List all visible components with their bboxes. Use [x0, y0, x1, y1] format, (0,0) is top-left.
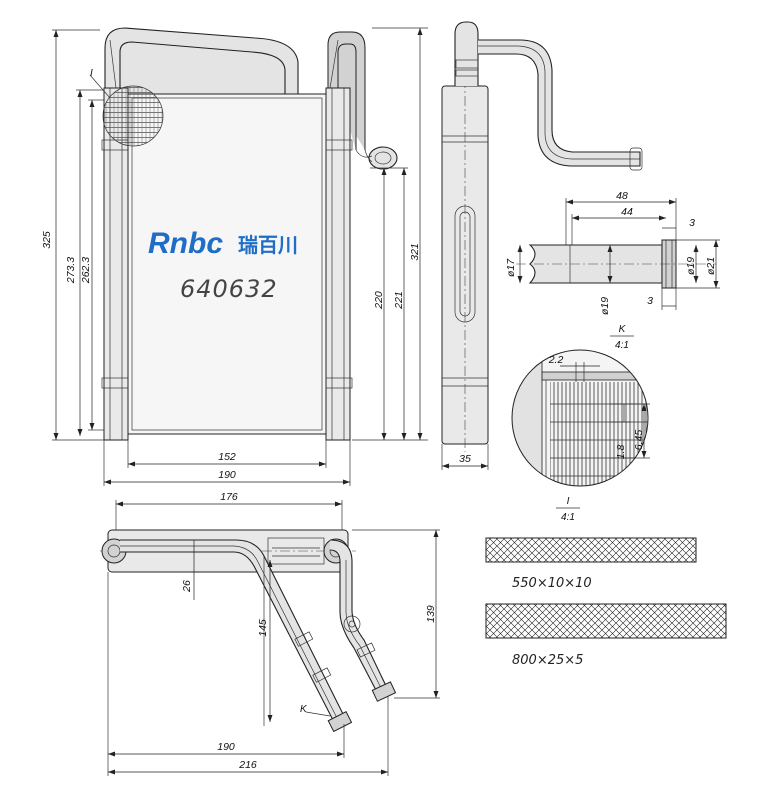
dim-190: 190	[218, 469, 236, 481]
brand-logo-cn: 瑞百川	[238, 233, 298, 257]
dim-44: 44	[621, 206, 633, 218]
dim-221: 221	[393, 291, 405, 310]
detail-i: 2.2 1.8 6.45 I 4:1	[511, 349, 650, 523]
dim-35: 35	[459, 453, 471, 465]
detail-k-marker: K	[300, 704, 308, 715]
detail-k: 48 44 3 ø17 ø19 ø19 ø21 3 K 4:1	[505, 190, 720, 351]
front-view: I Rnbc 瑞百川 640632 325 273.3 262.3 152 19…	[41, 27, 428, 486]
side-view: 35	[441, 21, 643, 470]
front-right-tank	[325, 87, 351, 441]
dim-3-bottom: 3	[647, 295, 653, 307]
dim-220: 220	[373, 291, 385, 310]
dim-176: 176	[220, 491, 238, 503]
dim-d19-right: ø19	[685, 257, 697, 275]
foam-strip-2-size: 800×25×5	[512, 653, 583, 668]
dim-d17: ø17	[505, 258, 517, 277]
dim-262-3: 262.3	[80, 257, 92, 284]
detail-i-caption: I	[567, 496, 570, 507]
front-left-tank	[103, 87, 129, 441]
dim-26: 26	[181, 580, 193, 593]
detail-k-caption: K	[619, 324, 627, 335]
dim-6-45: 6.45	[633, 430, 645, 451]
dim-48: 48	[616, 190, 628, 202]
foam-strip-1-size: 550×10×10	[512, 576, 592, 591]
brand-logo: Rnbc	[148, 227, 223, 260]
foam-strip-2	[485, 603, 727, 639]
front-core	[127, 93, 327, 435]
dim-3-top: 3	[689, 217, 695, 229]
detail-i-callout	[102, 85, 164, 147]
part-number: 640632	[180, 275, 278, 303]
material-strips: 550×10×10 800×25×5	[485, 537, 727, 668]
dim-216: 216	[238, 759, 257, 771]
detail-i-marker: I	[90, 68, 93, 79]
dim-325: 325	[41, 231, 53, 249]
dim-d21: ø21	[705, 257, 717, 275]
dim-321: 321	[409, 243, 421, 261]
top-view: 176 26 145 139 190 216 K	[100, 491, 440, 776]
dim-139: 139	[425, 605, 437, 623]
dim-190-top: 190	[217, 741, 235, 753]
dim-145: 145	[257, 619, 269, 637]
dim-2-2: 2.2	[548, 354, 564, 366]
detail-k-scale: 4:1	[615, 340, 629, 351]
dim-d19-bottom: ø19	[599, 297, 611, 315]
detail-i-scale: 4:1	[561, 512, 575, 523]
foam-strip-1	[485, 537, 697, 563]
dim-152: 152	[218, 451, 236, 463]
dim-273-3: 273.3	[65, 257, 77, 284]
dim-1-8: 1.8	[615, 445, 627, 460]
